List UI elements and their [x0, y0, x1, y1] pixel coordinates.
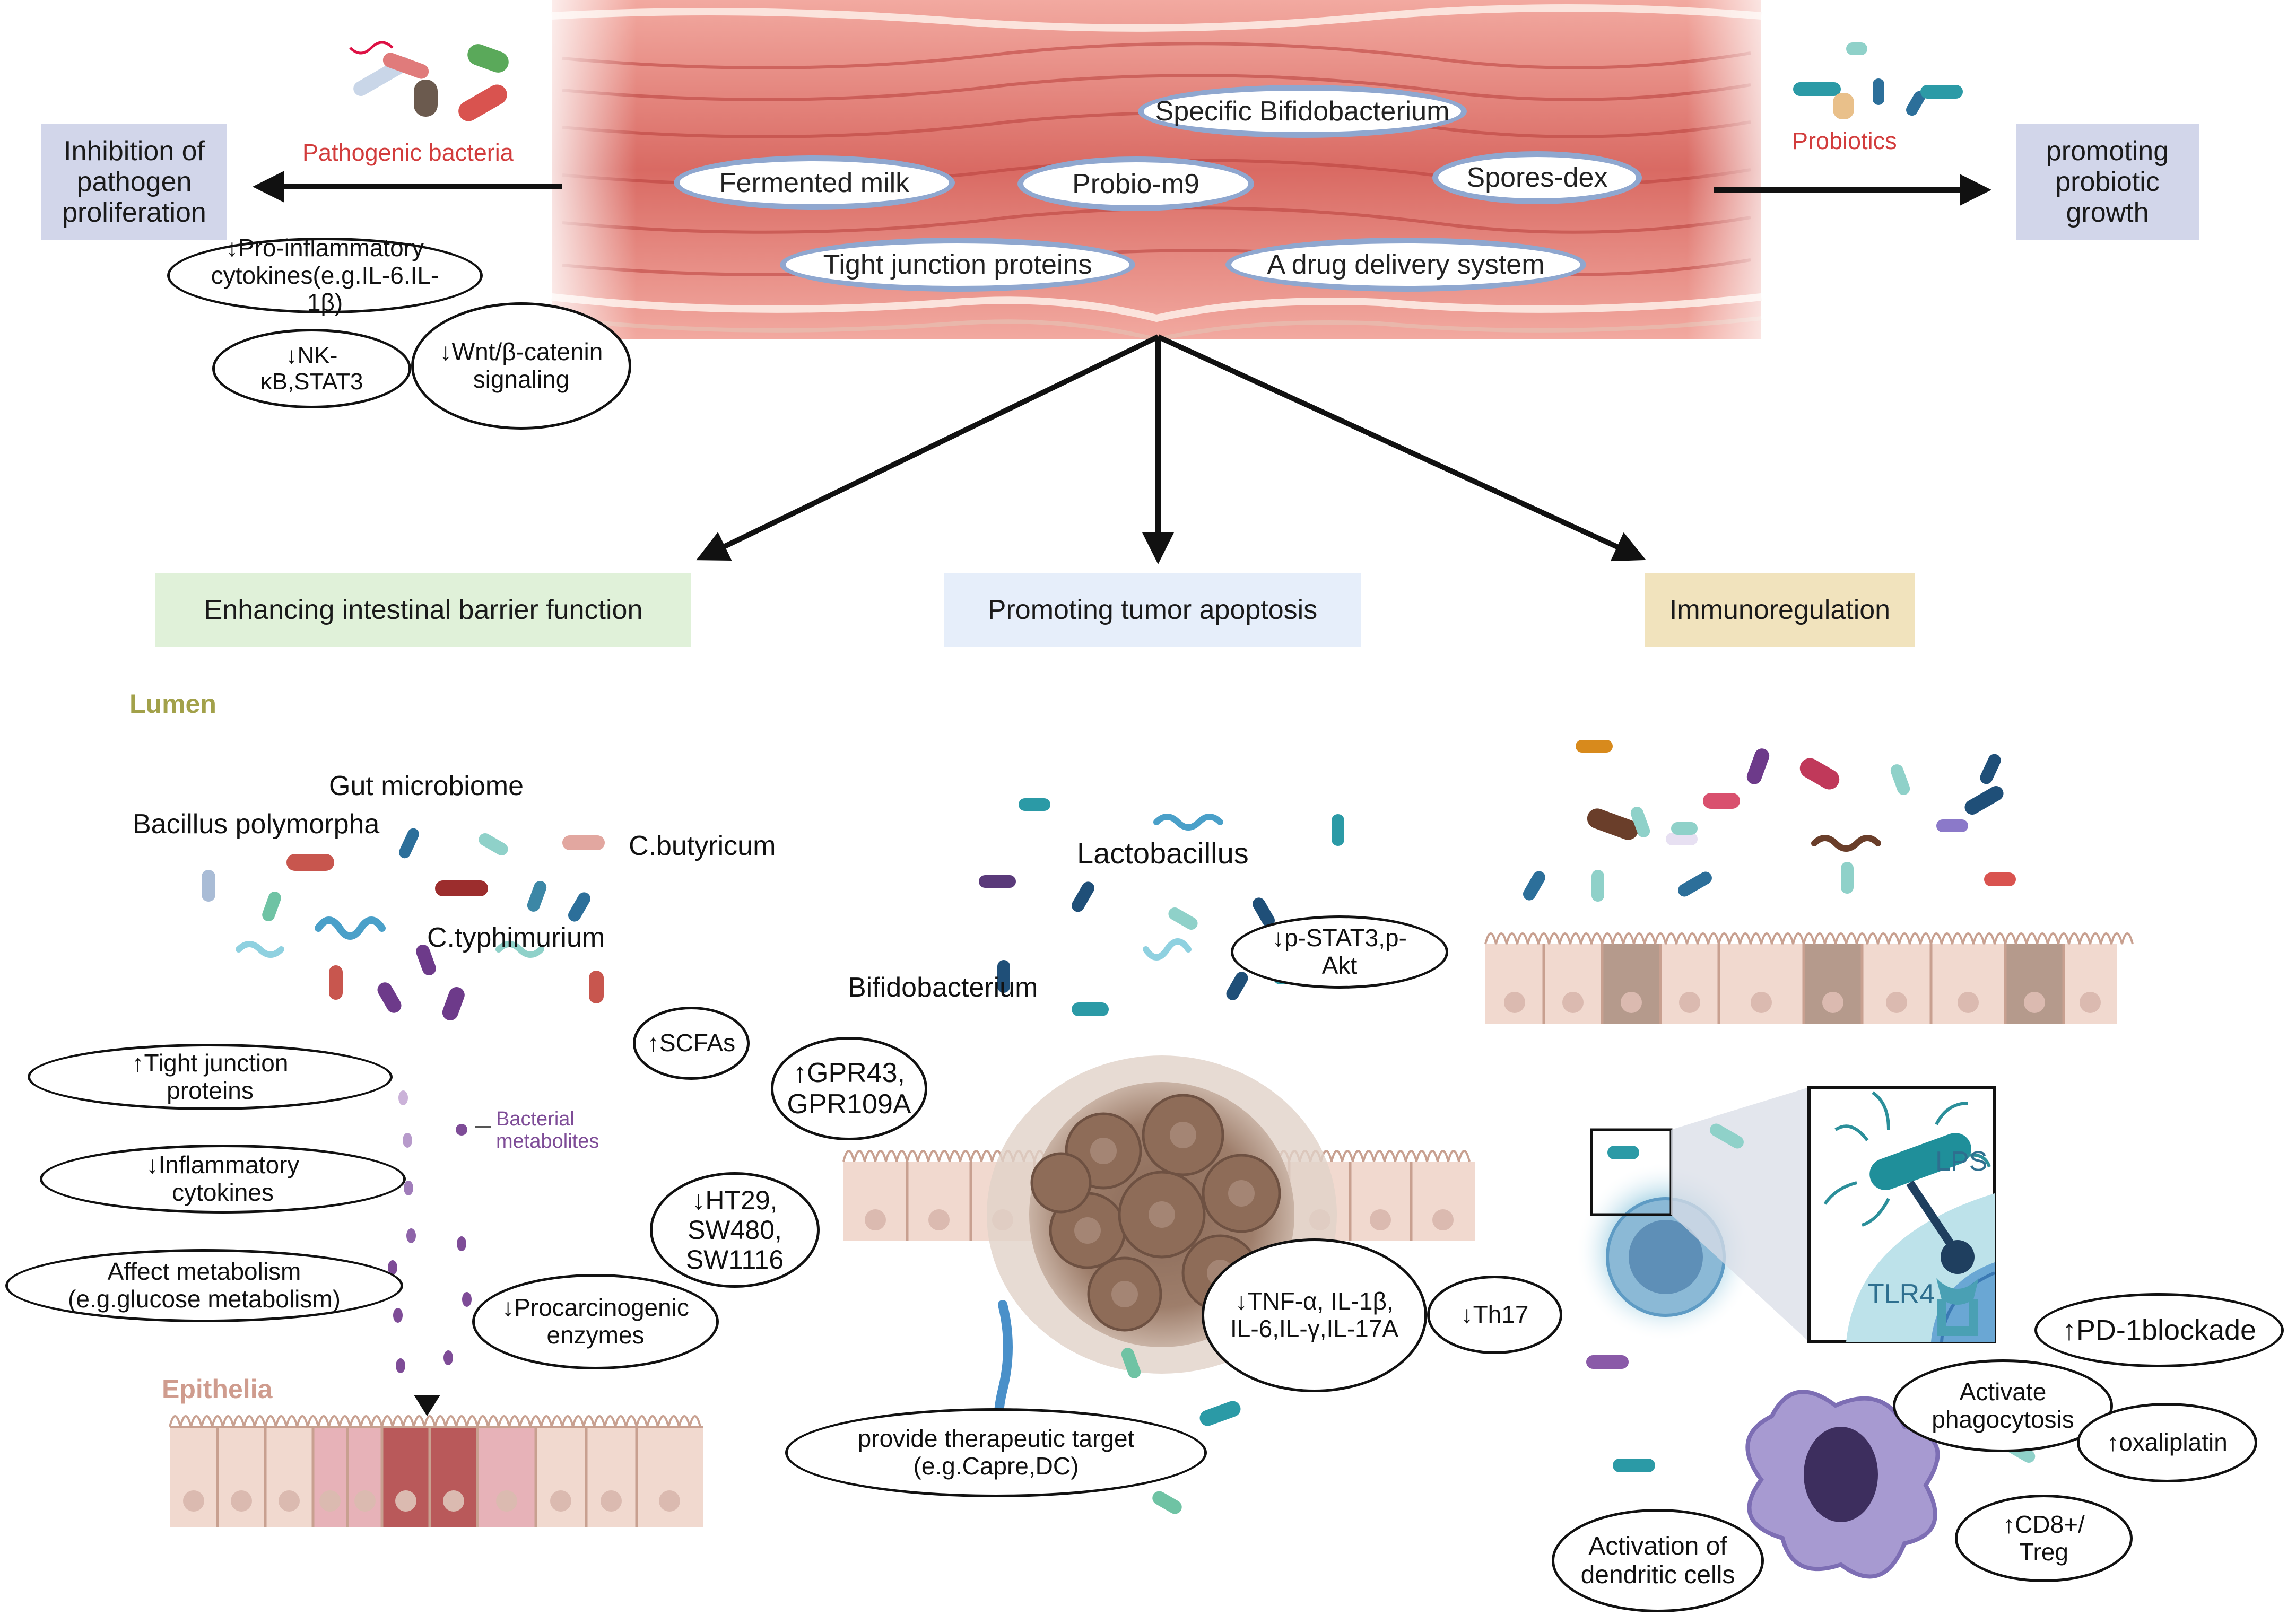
right-epithelium: [1484, 932, 2134, 1024]
pstat3-ellipse: ↓p-STAT3,p-Akt: [1231, 915, 1448, 989]
bacterial-metabolites-label: Bacterial metabolites: [496, 1108, 599, 1153]
specific-bifidobacterium-label: Specific Bifidobacterium: [1138, 85, 1467, 138]
probio-m9-label: Probio-m9: [1017, 156, 1254, 211]
pathogenic-bacteria-label: Pathogenic bacteria: [302, 139, 514, 166]
macrophage-illustration: [1586, 1123, 2036, 1579]
drug-delivery-label: A drug delivery system: [1225, 238, 1586, 292]
wnt-ellipse: ↓Wnt/β-catenin signaling: [411, 302, 631, 430]
procarcinogenic-ellipse: ↓Procarcinogenic enzymes: [472, 1274, 719, 1369]
left-epithelium: [169, 1415, 703, 1527]
probiotic-bacteria-illustration: [1793, 42, 1963, 119]
epithelia-label: Epithelia: [162, 1374, 273, 1404]
inhibition-box: Inhibition of pathogen proliferation: [41, 124, 227, 240]
tlr4-zoom-illustration: [1576, 1086, 1996, 1343]
cd8-treg-ellipse: ↑CD8+/ Treg: [1955, 1495, 2133, 1582]
immune-bacteria-illustration: [1523, 740, 2016, 902]
immuno-section-header: Immunoregulation: [1645, 573, 1915, 647]
promoting-box: promoting probiotic growth: [2016, 124, 2199, 240]
lactobacillus-illustration: [979, 798, 1344, 1514]
tight-junction-gut-label: Tight junction proteins: [780, 238, 1135, 292]
lps-label: LPS: [1935, 1146, 1988, 1177]
bifidobacterium-label: Bifidobacterium: [848, 972, 1038, 1003]
pd1-blockade-ellipse: ↑PD-1blockade: [2034, 1293, 2284, 1367]
oxaliplatin-ellipse: ↑oxaliplatin: [2077, 1403, 2257, 1482]
gpr43-ellipse: ↑GPR43, GPR109A: [771, 1037, 927, 1140]
gut-microbiome-illustration: [202, 828, 605, 1020]
tlr4-label: TLR4: [1867, 1279, 1935, 1310]
arrow-to-immuno: [1156, 334, 1646, 562]
pathogenic-bacteria-illustration: [349, 41, 509, 121]
fermented-milk-label: Fermented milk: [674, 155, 955, 210]
apoptosis-section-header: Promoting tumor apoptosis: [944, 573, 1361, 647]
arrow-to-barrier: [696, 334, 1160, 561]
tight-junction-ellipse: ↑Tight junction proteins: [28, 1044, 393, 1110]
ht29-ellipse: ↓HT29, SW480, SW1116: [650, 1172, 820, 1288]
lumen-label: Lumen: [129, 689, 216, 719]
c-butyricum-label: C.butyricum: [629, 831, 776, 861]
tnf-ellipse: ↓TNF-α, IL-1β, IL-6,IL-γ,IL-17A: [1202, 1238, 1427, 1392]
bacillus-label: Bacillus polymorpha: [133, 809, 380, 840]
therapeutic-target-ellipse: provide therapeutic target (e.g.Capre,DC…: [785, 1408, 1207, 1497]
metabolism-ellipse: Affect metabolism (e.g.glucose metabolis…: [5, 1249, 403, 1322]
dendritic-cells-ellipse: Activation of dendritic cells: [1552, 1509, 1764, 1612]
activate-phagocytosis-ellipse: Activate phagocytosis: [1893, 1359, 2113, 1452]
gut-microbiome-label: Gut microbiome: [329, 771, 524, 801]
c-typhimurium-label: C.typhimurium: [427, 922, 605, 953]
spores-dex-label: Spores-dex: [1432, 151, 1642, 204]
scfas-ellipse: ↑SCFAs: [633, 1007, 750, 1080]
lactobacillus-label: Lactobacillus: [1077, 836, 1249, 870]
barrier-section-header: Enhancing intestinal barrier function: [155, 573, 691, 647]
nk-kb-ellipse: ↓NK-κB,STAT3: [212, 329, 411, 408]
tumor-illustration: [987, 1055, 1337, 1374]
inflammatory-cytokines-ellipse: ↓Inflammatory cytokines: [40, 1145, 406, 1214]
th17-ellipse: ↓Th17: [1427, 1276, 1562, 1354]
probiotics-label: Probiotics: [1792, 127, 1897, 154]
pro-inflammatory-ellipse: ↓Pro-inflammatory cytokines(e.g.IL-6.IL-…: [167, 234, 483, 316]
bacterial-metabolites-flow: [388, 1040, 491, 1416]
